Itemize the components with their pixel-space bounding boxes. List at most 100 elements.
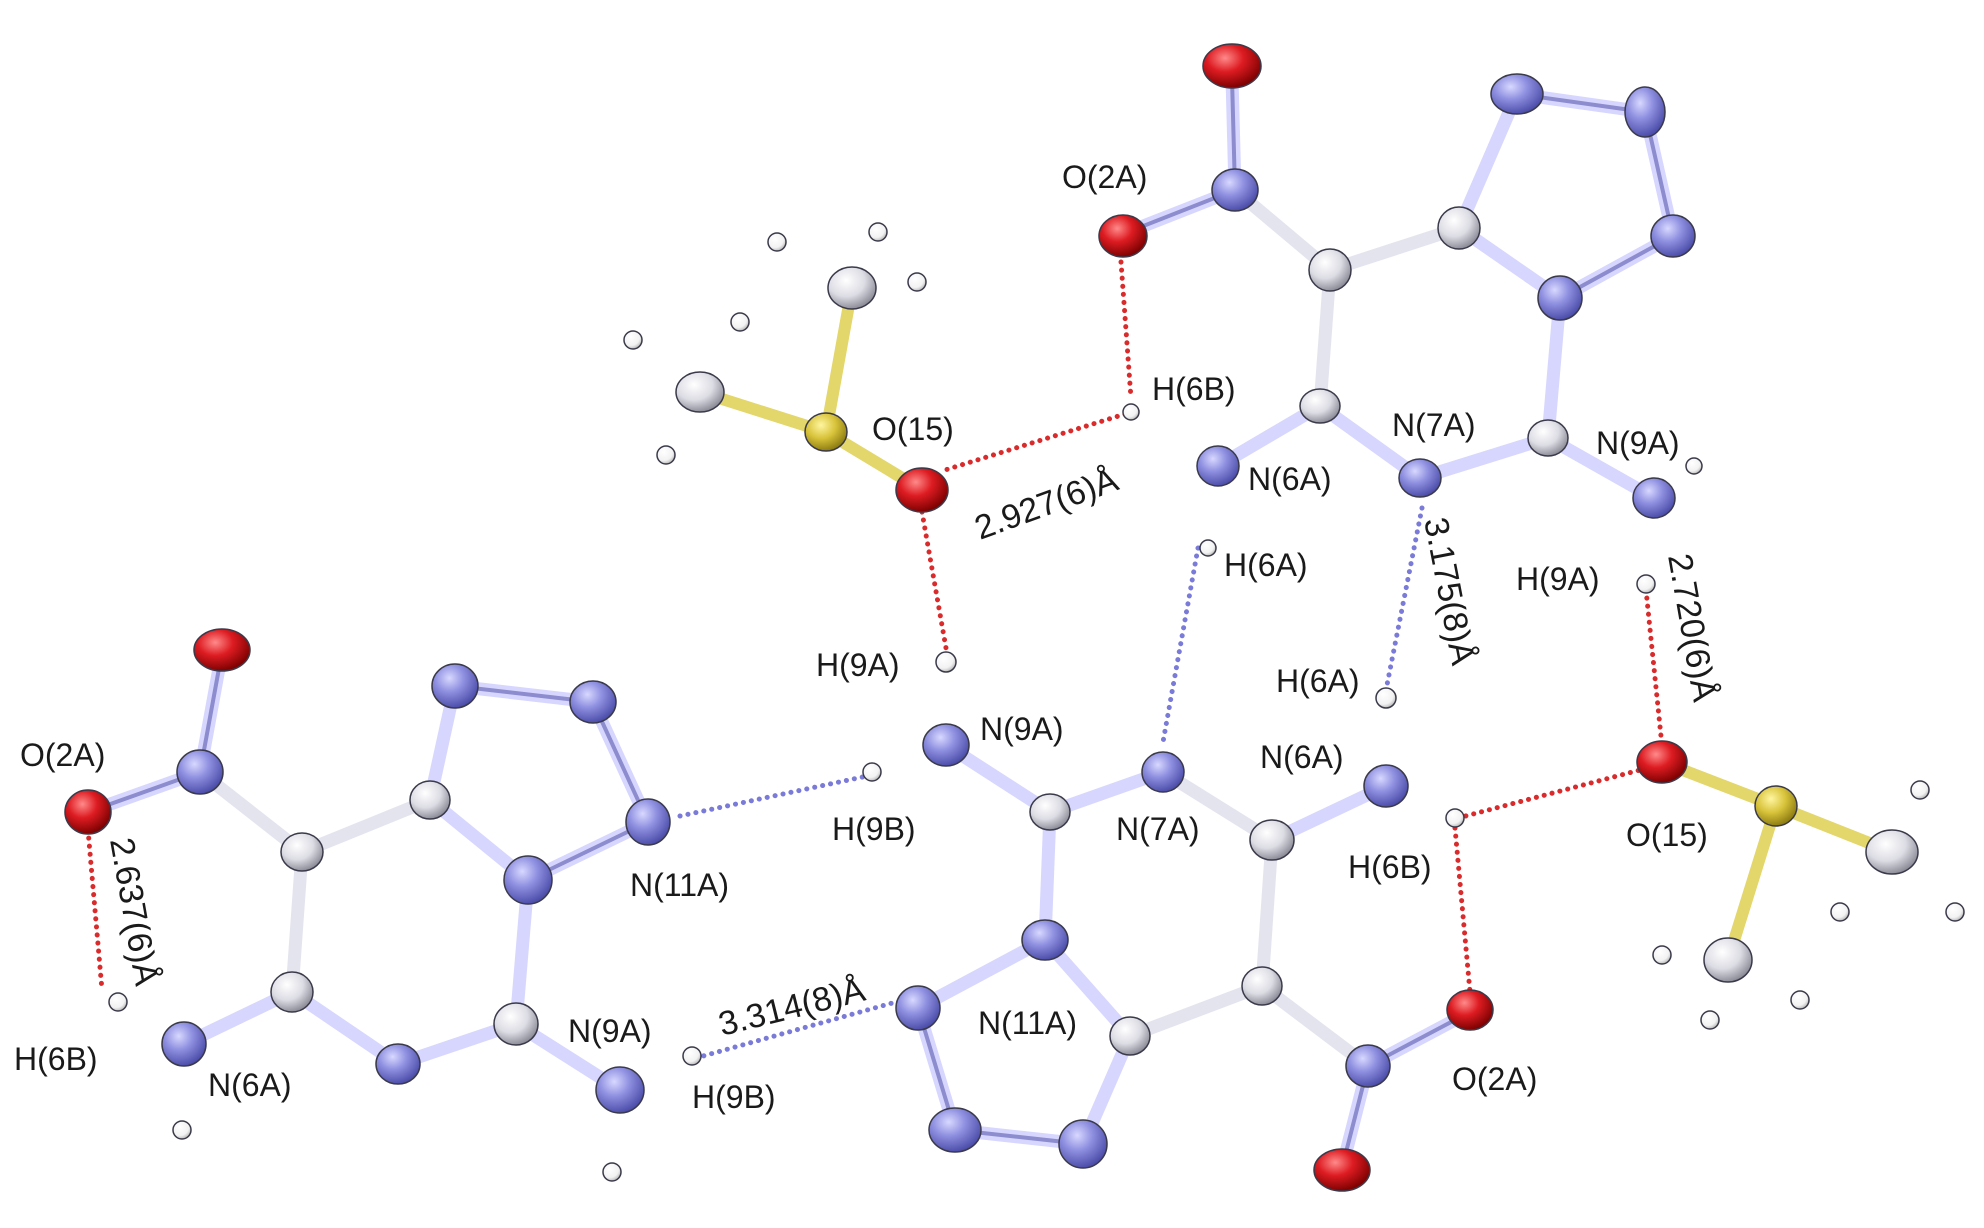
atom-c-left-3 [270,971,314,1013]
atom-o2a-top [1098,214,1148,258]
atom-o15-right [1636,740,1688,784]
atom-c-mid-1 [1029,793,1071,831]
atom-n-left-ring-2 [569,680,617,724]
atom-h9b-left [682,1046,702,1066]
atom-o-left-nitro [193,628,251,672]
atom-n-top-ring-4 [1537,275,1583,321]
atom-n-top-nitro [1211,168,1259,212]
atom-n6a-mid [1363,764,1409,808]
label-o15-right: O(15) [1626,817,1708,853]
atom-h9a-top-right [1636,574,1656,594]
label-n7a-top: N(7A) [1392,407,1476,443]
atom-n11a-left [625,798,671,846]
atom-c-top-4 [1527,419,1569,457]
hbond-h6b-o15-top [942,411,1128,473]
atom-s-top [804,412,848,452]
hbond-h6a-n7a [1160,545,1201,745]
hbond-h6b-o15-mid [1455,767,1643,821]
distance-labels: 2.927(6)Å 3.175(8)Å 2.720(6)Å 2.637(6)Å … [102,461,1723,1044]
label-h9b-left: H(9B) [692,1079,776,1115]
label-h6b-left: H(6B) [14,1041,98,1077]
atom-c-left-1 [280,832,324,872]
label-h9b-mid: H(9B) [832,811,916,847]
label-n6a-left: N(6A) [208,1067,292,1103]
atom-h9a-mid [935,651,957,673]
hbond-o15-h9a-mid [919,509,949,651]
label-n9a-left: N(9A) [568,1013,652,1049]
atom-n-top-ring-2 [1624,86,1666,138]
label-o2a-bottom: O(2A) [1452,1061,1537,1097]
atom-labels: O(2A) H(6B) O(15) N(6A) N(7A) N(9A) H(6A… [14,159,1708,1115]
hbond-n7a-h6a [1383,505,1425,693]
label-h6a-top: H(6A) [1224,547,1308,583]
label-o15-top: O(15) [872,411,954,447]
atom-n-top-ring-3 [1650,214,1696,258]
atom-c-top-2 [1437,206,1481,250]
atom-c-dmso-top-2 [827,266,877,310]
atom-c-top-3 [1299,388,1341,424]
atom-n-mid-nitro [1345,1044,1391,1088]
atom-n-mid-ring-1 [895,985,941,1031]
atom-o2a-bottom [1446,989,1494,1031]
atom-o15-top [895,467,949,513]
hbond-h9b-n11a [693,997,906,1061]
hbond-o2a-h6b-left [85,827,105,993]
distance-3175: 3.175(8)Å [1416,514,1482,668]
label-h6b-top: H(6B) [1152,371,1236,407]
hydrogen-bonds [85,259,1665,1061]
atom-n-left-ring-4 [503,855,553,905]
atom-c-mid-3 [1241,966,1283,1006]
label-h9a-mid: H(9A) [816,647,900,683]
atom-c-mid-4 [1109,1016,1151,1056]
atom-c-dmso-right-1 [1865,829,1919,875]
atom-n-mid-ring-2 [928,1107,982,1153]
atom-n-top-ring-1 [1490,73,1544,115]
atom-n7a-mid [1141,751,1185,793]
atom-n6a-left [161,1021,207,1067]
label-n11a-bottom: N(11A) [978,1005,1077,1041]
hbond-o2a-h6b-top [1118,259,1134,401]
atom-s-right [1754,785,1798,827]
hbond-h9a-o15-right [1643,587,1665,749]
atom-c-left-4 [493,1002,539,1046]
atoms [64,43,1965,1192]
label-n9a-mid: N(9A) [980,711,1064,747]
hbond-h6b-o2a-bottom [1452,825,1473,995]
distance-2637: 2.637(6)Å [102,835,165,989]
atom-h6a-mid [1375,687,1397,709]
atom-n-left-nitro [176,749,224,795]
atom-o2a-left [64,789,112,835]
atom-n9a-top [1632,477,1676,519]
atom-h6b-mid [1445,808,1465,828]
atom-n-left-ring-1 [431,663,479,709]
atom-h-top-n9a [1685,457,1703,475]
label-h9a-right: H(9A) [1516,561,1600,597]
distance-2720: 2.720(6)Å [1660,551,1723,705]
label-h6a-mid: H(6A) [1276,663,1360,699]
atom-n6a-top [1196,445,1240,487]
label-n6a-mid: N(6A) [1260,739,1344,775]
atom-c-left-2 [409,780,451,820]
label-n6a-top: N(6A) [1248,461,1332,497]
label-o2a-top: O(2A) [1062,159,1147,195]
atom-n11a-mid [1021,919,1069,961]
hbond-n11a-h9b [677,772,875,819]
label-n9a-top: N(9A) [1596,425,1680,461]
atom-h6b-left [108,992,128,1012]
atom-c-mid-2 [1249,819,1295,861]
atom-h6b-top [1122,403,1140,421]
label-n11a-left: N(11A) [630,867,729,903]
atom-c-dmso-right-2 [1703,937,1753,983]
atom-n-mid-ring-3 [1058,1119,1108,1169]
atom-o-mid-nitro-2 [1313,1148,1371,1192]
label-o2a-left: O(2A) [20,737,105,773]
label-n7a-mid: N(7A) [1116,811,1200,847]
atom-n-left-7 [375,1043,421,1085]
atom-n7a-top [1398,458,1442,498]
atom-h9b-mid [862,762,882,782]
atom-n9a-left [595,1066,645,1114]
label-h6b-mid: H(6B) [1348,849,1432,885]
atom-o-top-nitro [1202,43,1262,89]
atom-c-top-1 [1308,248,1352,292]
